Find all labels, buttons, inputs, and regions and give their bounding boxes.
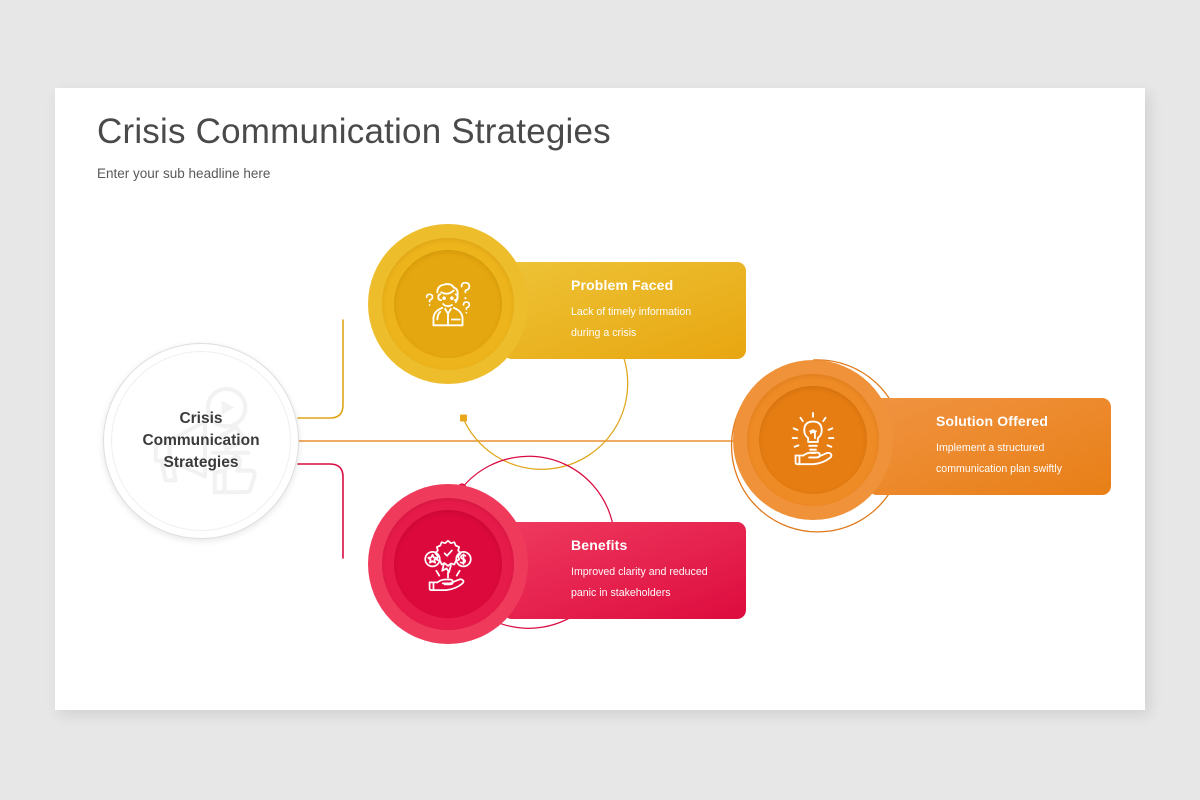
- panel-benefits-desc-line-1: Improved clarity and reduced: [571, 566, 708, 579]
- hub-label: Crisis Communication Strategies: [131, 408, 271, 474]
- panel-solution-desc-line-2: communication plan swiftly: [936, 463, 1062, 475]
- connector-hub-to-problem: [297, 319, 344, 419]
- hub-node[interactable]: Crisis Communication Strategies: [103, 343, 299, 539]
- hand-holding-lightbulb-icon: [791, 411, 835, 466]
- page-title: Crisis Communication Strategies: [97, 112, 611, 151]
- panel-solution-description: Implement a structured communication pla…: [936, 438, 1085, 479]
- panel-benefits-desc-line-2: panic in stakeholders: [571, 587, 671, 599]
- panel-problem-desc-line-2: during a crisis: [571, 327, 637, 339]
- node-circle-benefits[interactable]: [368, 484, 528, 644]
- slide-header: Crisis Communication Strategies Enter yo…: [97, 112, 611, 181]
- orbit-marker-problem: [460, 414, 467, 422]
- panel-problem-desc-line-1: Lack of timely information: [571, 306, 692, 319]
- hub-label-line-2: Communication: [142, 432, 260, 449]
- panel-problem-title: Problem Faced: [571, 277, 674, 294]
- panel-benefits[interactable]: Benefits Improved clarity and reduced pa…: [503, 522, 746, 619]
- hub-label-line-1: Crisis: [179, 410, 223, 427]
- panel-solution[interactable]: Solution Offered Implement a structured …: [868, 398, 1111, 495]
- connector-hub-to-benefits: [297, 463, 344, 559]
- panel-benefits-description: Improved clarity and reduced panic in st…: [571, 562, 720, 603]
- panel-benefits-title: Benefits: [571, 537, 628, 554]
- node-circle-problem[interactable]: [368, 224, 528, 384]
- hub-label-line-3: Strategies: [163, 454, 239, 471]
- page-subtitle: Enter your sub headline here: [97, 166, 271, 181]
- slide-sheet: Crisis Communication Strategies Enter yo…: [55, 88, 1145, 710]
- panel-problem[interactable]: Problem Faced Lack of timely information…: [503, 262, 746, 359]
- panel-problem-description: Lack of timely information during a cris…: [571, 302, 720, 343]
- panel-solution-desc-line-1: Implement a structured: [936, 442, 1045, 455]
- node-circle-solution[interactable]: [733, 360, 893, 520]
- panel-solution-title: Solution Offered: [936, 413, 1049, 430]
- confused-person-question-marks-icon: [425, 281, 471, 327]
- hand-holding-award-star-coin-icon: [424, 539, 472, 592]
